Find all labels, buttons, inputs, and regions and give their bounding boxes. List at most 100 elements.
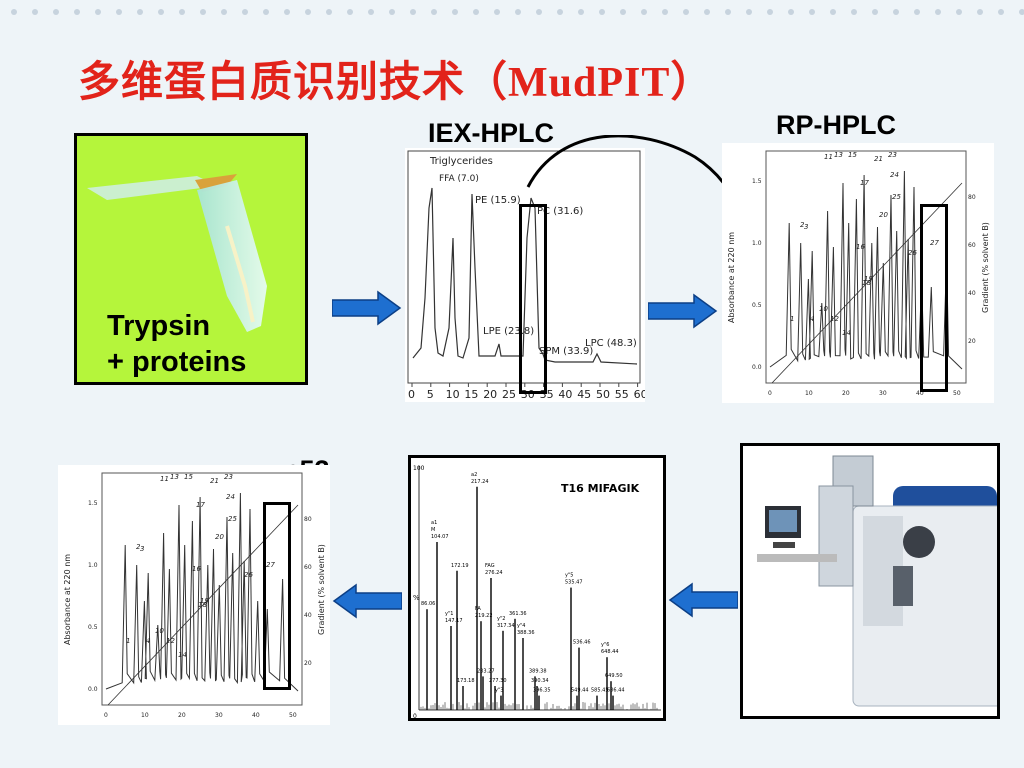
- ms-peak-label: 389.38: [529, 668, 547, 674]
- rp-top-peak-number: 26: [908, 249, 917, 257]
- rp-top-ylabel: Absorbance at 220 nm: [727, 232, 736, 323]
- rp-top-peak-number: 4: [810, 315, 814, 323]
- rp-bottom-x-tick: 20: [178, 712, 186, 719]
- rp-top-peak-number: 14: [842, 329, 851, 337]
- title-chinese: 多维蛋白质识别技术（: [78, 57, 508, 106]
- rp-bottom-y2-tick: 20: [304, 660, 312, 667]
- ms-peak-label: 536.46: [573, 640, 591, 646]
- rp-top-y-tick: 0.5: [752, 302, 762, 309]
- ms-peak-label: 390.34: [531, 678, 549, 684]
- rp-bottom-x-tick: 0: [104, 712, 108, 719]
- slide-title: 多维蛋白质识别技术（MudPIT）: [78, 48, 713, 104]
- rp-bottom-peak-number: 25: [228, 515, 237, 523]
- rp-top-x-tick: 10: [805, 390, 813, 397]
- ms-peak-label: FA: [475, 606, 481, 612]
- ms-spectrum-panel: T16 MIFAGIK 100 % 0 a2217.24a1M104.07172…: [408, 455, 666, 721]
- ms-peak-label: 147.17: [445, 618, 463, 624]
- rp-bottom-ylabel: Absorbance at 220 nm: [63, 554, 72, 645]
- iex-x-tick: 55: [615, 388, 629, 401]
- tube-caption: Trypsin + proteins: [107, 308, 246, 380]
- top-dot-border: [0, 0, 1024, 24]
- iex-x-tick: 60: [634, 388, 645, 401]
- ms-peak-label: y"6: [601, 642, 609, 648]
- arrow-left-1-icon: [332, 583, 402, 619]
- rp-top-y-tick: 1.5: [752, 178, 762, 185]
- rp-top-peak-number: 19: [864, 275, 873, 283]
- rp-top-y2-tick: 40: [968, 290, 976, 297]
- rp-bottom-x-tick: 10: [141, 712, 149, 719]
- rp-bottom-peak-number: 19: [200, 597, 209, 605]
- rp-top-peak-number: 17: [860, 179, 869, 187]
- iex-peak-label-ffa: FFA (7.0): [439, 174, 479, 184]
- rp-top-y-tick: 1.0: [752, 240, 762, 247]
- iex-x-tick: 40: [558, 388, 572, 401]
- iex-x-tick: 5: [427, 388, 434, 401]
- ms-peak-label: 388.36: [517, 630, 535, 636]
- rp-top-peak-number: 13: [834, 151, 843, 159]
- rp-bottom-peak-number: 23: [224, 473, 233, 481]
- rp-bottom-y2-tick: 40: [304, 612, 312, 619]
- rp-bottom-x-tick: 30: [215, 712, 223, 719]
- iex-peak-label-pe: PE (15.9): [475, 195, 521, 206]
- rp-top-x-tick: 50: [953, 390, 961, 397]
- iex-peak-label-lpc: LPC (48.3): [585, 338, 637, 349]
- ms-peaks: a2217.24a1M104.07172.1986.06y"1147.17FAG…: [419, 466, 661, 710]
- ms-peak-label: 217.24: [471, 479, 489, 485]
- ms-peak-label: a2: [471, 472, 477, 478]
- p53-peak-highlight-box: [263, 502, 291, 690]
- ms-peak-label: y"5: [565, 573, 573, 579]
- rp-bottom-peak-number: 11: [160, 475, 169, 483]
- trypsin-tube-photo: Trypsin + proteins: [74, 133, 308, 385]
- rp-hplc-label: RP-HPLC: [776, 110, 896, 141]
- arrow-right-1-icon: [332, 290, 402, 326]
- arrow-left-2-icon: [668, 582, 738, 618]
- ms-peak-label: 86.06: [421, 601, 435, 607]
- rp-top-y2label: Gradient (% solvent B): [981, 222, 990, 313]
- rp-bottom-peak-number: 20: [215, 533, 224, 541]
- rp-fraction-highlight-box-top: [920, 204, 948, 392]
- rp-top-peak-number: 24: [890, 171, 899, 179]
- rp-top-peak-number: 21: [874, 155, 883, 163]
- ms-peak-label: 648.44: [601, 649, 619, 655]
- rp-bottom-x-tick: 50: [289, 712, 297, 719]
- rp-bottom-peak-number: 12: [166, 637, 175, 645]
- rp-top-y-tick: 0.0: [752, 364, 762, 371]
- title-close: ）: [670, 57, 713, 106]
- rp-bottom-y2-tick: 60: [304, 564, 312, 571]
- rp-bottom-y2label: Gradient (% solvent B): [317, 544, 326, 635]
- rp-top-peak-number: 11: [824, 153, 833, 161]
- rp-bottom-peak-number: 14: [178, 651, 187, 659]
- rp-bottom-peak-number: 4: [146, 637, 150, 645]
- rp-bottom-y-tick: 0.5: [88, 624, 98, 631]
- rp-bottom-peak-number: 21: [210, 477, 219, 485]
- tube-caption-line2: + proteins: [107, 344, 246, 380]
- rp-top-x-tick: 0: [768, 390, 772, 397]
- rp-bottom-peak-number: 15: [184, 473, 193, 481]
- ms-spectrum-title: T16 MIFAGIK: [561, 482, 640, 495]
- rp-top-peak-number: 25: [892, 193, 901, 201]
- rp-bottom-y-tick: 0.0: [88, 686, 98, 693]
- iex-x-tick: 20: [483, 388, 497, 401]
- ms-peak-label: y"3: [495, 688, 503, 694]
- rp-top-y2-tick: 60: [968, 242, 976, 249]
- rp-chromatogram-top: Absorbance at 220 nm Gradient (% solvent …: [722, 143, 994, 403]
- rp-bottom-peak-number: 13: [170, 473, 179, 481]
- ms-peak-label: 219.22: [475, 613, 493, 619]
- ms-spectrum: T16 MIFAGIK 100 % 0 a2217.24a1M104.07172…: [411, 458, 663, 718]
- iex-x-tick: 45: [577, 388, 591, 401]
- ms-peak-label: y"4: [517, 623, 525, 629]
- ms-peak-label: FAG: [485, 563, 495, 569]
- mass-spectrometer-icon: [743, 446, 997, 716]
- ms-peak-label: 361.36: [509, 611, 527, 617]
- mass-spectrometer-photo: [740, 443, 1000, 719]
- title-latin: MudPIT: [508, 60, 670, 106]
- rp-bottom-peak-number: 24: [226, 493, 235, 501]
- iex-peak-label-triglycerides: Triglycerides: [429, 156, 493, 167]
- rp-top-peak-number: 3: [804, 223, 808, 231]
- ms-peak-label: a1: [431, 520, 437, 526]
- ms-peak-label: 585.45: [591, 688, 609, 694]
- rp-top-y2-tick: 80: [968, 194, 976, 201]
- rp-bottom-peak-number: 26: [244, 571, 253, 579]
- ms-peak-label: 317.34: [497, 623, 515, 629]
- rp-top-y2-tick: 20: [968, 338, 976, 345]
